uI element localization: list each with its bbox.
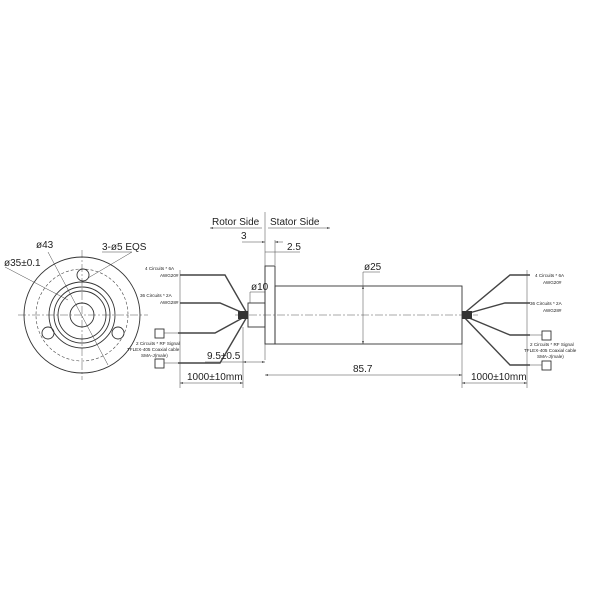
- rf-cable-label: 2 Circuits * RF Signal: [136, 341, 180, 346]
- signal-cable-label: 36 Circuits * 2A: [530, 301, 563, 306]
- dim-2-5-label: 2.5: [287, 242, 301, 253]
- holes-label: 3-ø5 EQS: [102, 242, 147, 253]
- mount-hole: [76, 268, 90, 282]
- dim-85-7-label: 85.7: [353, 364, 373, 375]
- dia-35-label: ø35±0.1: [4, 258, 41, 269]
- mount-hole: [111, 326, 125, 340]
- sma-connector-icon: [154, 358, 165, 369]
- power-awg-label: AWG20#: [543, 280, 562, 285]
- dim-9-5-label: 9.5±0.5: [207, 351, 241, 362]
- power-awg-label: AWG20#: [160, 273, 179, 278]
- power-cable-label: 4 Circuits * 6A: [145, 266, 175, 271]
- rf-coax-label: TFLEX-405 Coaxial cable: [524, 348, 577, 353]
- rotor-cables: 4 Circuits * 6A AWG20# 36 Circuits * 2A …: [127, 266, 249, 388]
- power-cable-label: 4 Circuits * 6A: [535, 273, 565, 278]
- sma-connector-icon: [541, 360, 552, 371]
- mount-hole: [41, 326, 55, 340]
- signal-awg-label: AWG28#: [543, 308, 562, 313]
- dim-3-label: 3: [241, 231, 247, 242]
- dia-43-label: ø43: [36, 240, 54, 251]
- sma-connector-icon: [541, 330, 552, 341]
- rf-cable-label: 2 Circuits * RF Signal: [530, 342, 574, 347]
- dimensions: 9.5±0.5 1000±10mm 85.7 1000±10mm: [180, 327, 527, 388]
- rf-connector-label: SMA-J(male): [141, 353, 168, 358]
- end-view: ø43 3-ø5 EQS ø35±0.1: [4, 240, 148, 380]
- rf-coax-label: TFLEX-405 Coaxial cable: [127, 347, 180, 352]
- signal-cable-label: 36 Circuits * 2A: [140, 293, 173, 298]
- signal-awg-label: AWG28#: [160, 300, 179, 305]
- stator-cables: 4 Circuits * 6A AWG20# 36 Circuits * 2A …: [461, 270, 577, 388]
- rf-connector-label: SMA-J(male): [537, 354, 564, 359]
- dia-25-label: ø25: [364, 262, 382, 273]
- slip-ring-body: ø10 ø25: [235, 262, 478, 345]
- rotor-side-label: Rotor Side: [212, 217, 260, 228]
- dia-10-label: ø10: [251, 282, 269, 293]
- cable-length-left: 1000±10mm: [187, 372, 243, 383]
- cable-length-right: 1000±10mm: [471, 372, 527, 383]
- stator-side-label: Stator Side: [270, 217, 320, 228]
- sma-connector-icon: [154, 328, 165, 339]
- flange: [264, 265, 276, 345]
